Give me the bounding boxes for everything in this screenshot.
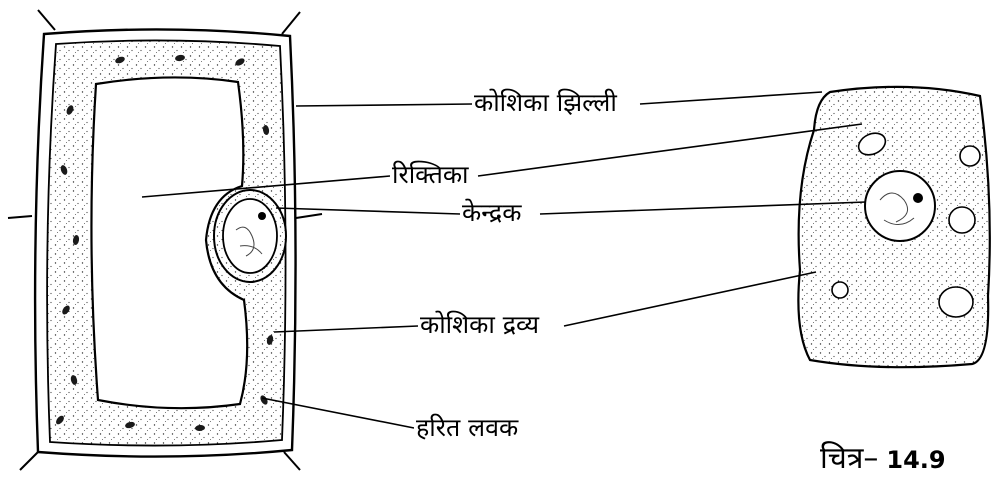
label-chloroplast: हरित लवक (414, 415, 520, 440)
figure-caption-number: 14.9 (886, 446, 945, 474)
nucleus (223, 199, 277, 273)
label-cytoplasm: कोशिका द्रव्य (418, 312, 541, 337)
leader-cell-membrane-right (640, 92, 822, 104)
nucleolus (258, 212, 266, 220)
animal-nucleolus (913, 193, 923, 203)
label-vacuole: रिक्तिका (390, 162, 471, 187)
label-nucleus: केन्द्रक (460, 200, 523, 225)
figure-caption: चित्र– 14.9 (820, 436, 946, 477)
label-cell-membrane: कोशिका झिल्ली (472, 90, 619, 115)
leader-cytoplasm-right (564, 272, 816, 326)
leader-nucleus-left (276, 208, 460, 214)
animal-nucleus (865, 171, 935, 241)
figure-caption-word: चित्र– (820, 441, 878, 476)
leader-cell-membrane-left (296, 104, 472, 106)
